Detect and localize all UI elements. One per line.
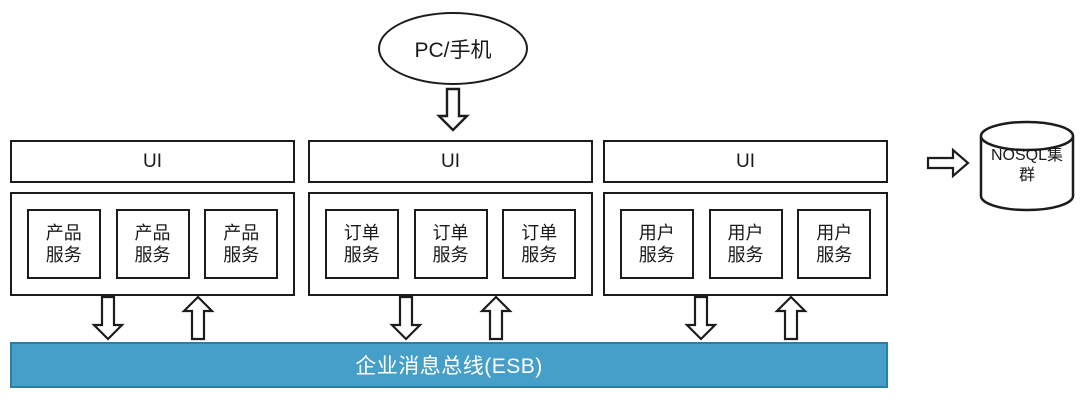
service-box: 用户服务 bbox=[797, 209, 872, 279]
client-ellipse: PC/手机 bbox=[378, 12, 528, 85]
ui-box-orders: UI bbox=[308, 140, 593, 183]
service-label: 用户服务 bbox=[727, 222, 764, 266]
ui-box-products: UI bbox=[10, 140, 295, 183]
service-label: 用户服务 bbox=[638, 222, 675, 266]
service-label: 用户服务 bbox=[816, 222, 853, 266]
esb-arrows-orders bbox=[308, 295, 593, 341]
services-container-orders: 订单服务 订单服务 订单服务 bbox=[308, 192, 593, 296]
service-box: 用户服务 bbox=[619, 209, 694, 279]
ui-label: UI bbox=[441, 150, 460, 172]
client-down-arrow-icon bbox=[436, 87, 470, 132]
up-arrow-icon bbox=[180, 295, 215, 341]
esb-arrows-products bbox=[10, 295, 295, 341]
service-box: 订单服务 bbox=[324, 209, 399, 279]
esb-bar: 企业消息总线(ESB) bbox=[10, 342, 888, 388]
service-label: 订单服务 bbox=[521, 222, 558, 266]
service-box: 产品服务 bbox=[204, 209, 279, 279]
service-box: 订单服务 bbox=[502, 209, 577, 279]
down-arrow-icon bbox=[388, 295, 423, 341]
ui-label: UI bbox=[736, 150, 755, 172]
client-label: PC/手机 bbox=[414, 38, 492, 62]
down-arrow-icon bbox=[90, 295, 125, 341]
service-label: 产品服务 bbox=[45, 222, 82, 266]
service-box: 用户服务 bbox=[708, 209, 783, 279]
nosql-right-arrow-icon bbox=[926, 147, 970, 179]
service-box: 产品服务 bbox=[115, 209, 190, 279]
service-box: 产品服务 bbox=[26, 209, 101, 279]
service-label: 订单服务 bbox=[343, 222, 380, 266]
service-label: 产品服务 bbox=[223, 222, 260, 266]
database-icon bbox=[979, 120, 1075, 212]
ui-label: UI bbox=[143, 150, 162, 172]
services-container-products: 产品服务 产品服务 产品服务 bbox=[10, 192, 295, 296]
services-container-users: 用户服务 用户服务 用户服务 bbox=[603, 192, 888, 296]
down-arrow-icon bbox=[683, 295, 718, 341]
nosql-label: NOSQL集群 bbox=[990, 147, 1064, 184]
up-arrow-icon bbox=[478, 295, 513, 341]
service-label: 订单服务 bbox=[432, 222, 469, 266]
up-arrow-icon bbox=[773, 295, 808, 341]
nosql-cylinder: NOSQL集群 bbox=[978, 120, 1076, 212]
ui-box-users: UI bbox=[603, 140, 888, 183]
esb-arrows-users bbox=[603, 295, 888, 341]
service-label: 产品服务 bbox=[134, 222, 171, 266]
service-box: 订单服务 bbox=[413, 209, 488, 279]
esb-label: 企业消息总线(ESB) bbox=[355, 355, 543, 378]
